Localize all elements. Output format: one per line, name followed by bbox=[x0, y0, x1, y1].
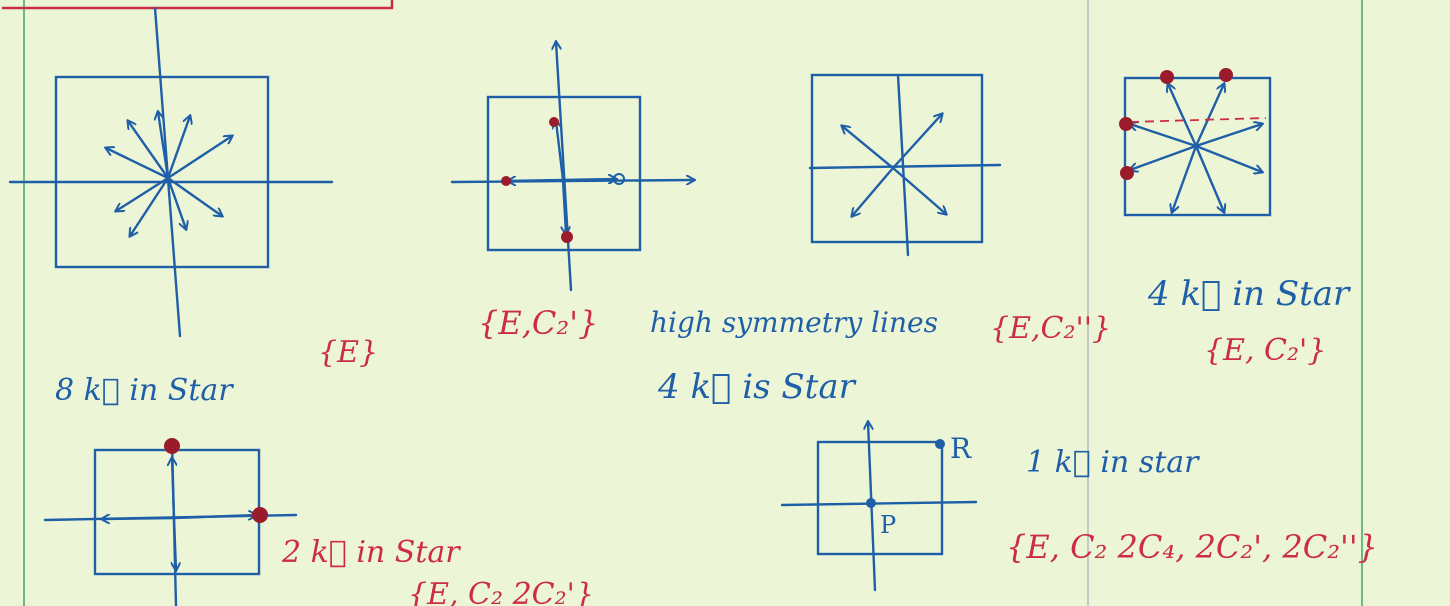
k-vector bbox=[1194, 84, 1224, 148]
k-vector bbox=[128, 121, 170, 180]
ky-axis bbox=[896, 73, 910, 257]
diagram-diagonal-lines bbox=[808, 73, 1002, 257]
group-label-e: {E} bbox=[318, 335, 378, 370]
k-vector bbox=[130, 176, 170, 236]
brillouin-zone-square bbox=[54, 75, 270, 269]
k-point-r-dot bbox=[935, 439, 945, 449]
brillouin-zone-square bbox=[486, 95, 642, 252]
k-vector bbox=[891, 166, 946, 214]
k-vector bbox=[1194, 124, 1262, 148]
k-vector bbox=[166, 136, 232, 180]
k-vector bbox=[1130, 124, 1198, 148]
k-point-dot bbox=[1120, 166, 1134, 180]
kx-axis bbox=[808, 163, 1002, 170]
k-vector bbox=[1130, 144, 1198, 170]
brillouin-zone-square bbox=[816, 440, 944, 556]
k-vector bbox=[563, 178, 566, 234]
k-point-dot bbox=[1160, 70, 1174, 84]
group-label-e-c2-double-prime: {E,C₂''} bbox=[990, 311, 1111, 346]
group-label-full-d4: {E, C₂ 2C₄, 2C₂', 2C₂''} bbox=[1006, 528, 1378, 566]
diagram-edge-midpoints bbox=[43, 438, 298, 606]
k-point-dot bbox=[164, 438, 180, 454]
k-vector bbox=[172, 515, 256, 518]
star-count-label: 4 k⃗ is Star bbox=[657, 367, 857, 407]
k-vector bbox=[1168, 84, 1198, 148]
group-label-e-c2-prime: {E, C₂'} bbox=[1204, 333, 1326, 368]
k-vector bbox=[561, 179, 616, 180]
k-vector bbox=[166, 116, 190, 180]
ky-axis bbox=[556, 42, 573, 292]
k-point-dot bbox=[501, 176, 511, 186]
kx-axis bbox=[780, 500, 978, 507]
k-vector bbox=[1194, 144, 1224, 212]
k-point-ring bbox=[613, 173, 625, 185]
k-point-dot bbox=[549, 117, 559, 127]
k-vector bbox=[556, 121, 565, 182]
k-vector bbox=[172, 458, 174, 520]
star-count-label: 8 k⃗ in Star bbox=[55, 373, 234, 408]
star-count-label: 2 k⃗ in Star bbox=[281, 535, 461, 570]
brillouin-zone-square bbox=[93, 448, 261, 576]
k-vector bbox=[174, 516, 176, 570]
k-vector bbox=[1172, 144, 1198, 212]
high-symmetry-caption: high symmetry lines bbox=[650, 306, 938, 339]
star-count-label: 1 k⃗ in star bbox=[1026, 445, 1200, 480]
k-vector bbox=[852, 166, 895, 216]
brillouin-zone-square bbox=[1123, 76, 1272, 217]
k-point-dot bbox=[1219, 68, 1233, 82]
k-vector bbox=[106, 148, 170, 180]
point-label-p: P bbox=[880, 511, 896, 539]
diagram-single-k bbox=[780, 422, 978, 592]
k-point-p-dot bbox=[866, 498, 876, 508]
k-vector bbox=[166, 176, 222, 216]
dashed-line bbox=[1129, 117, 1267, 123]
k-point-dot bbox=[1119, 117, 1133, 131]
k-vector bbox=[116, 176, 170, 211]
brillouin-zone-square bbox=[810, 73, 984, 244]
k-vector bbox=[1194, 144, 1262, 172]
top-red-frame bbox=[2, 0, 394, 10]
diagram-general-point bbox=[8, 6, 334, 338]
diagram-axis-points bbox=[450, 42, 694, 292]
diagram-boundary-points bbox=[1123, 76, 1272, 217]
k-point-dot bbox=[561, 231, 573, 243]
k-vector bbox=[102, 518, 176, 519]
group-label-e-c2-prime: {E,C₂'} bbox=[478, 304, 598, 342]
star-count-label: 4 k⃗ in Star bbox=[1147, 274, 1351, 314]
k-vector bbox=[891, 114, 942, 170]
k-vector bbox=[158, 112, 170, 180]
k-vector bbox=[508, 180, 565, 181]
k-point-dot bbox=[252, 507, 268, 523]
group-label-e-c2-2c2-prime: {E, C₂ 2C₂'} bbox=[408, 577, 594, 606]
point-label-r: R bbox=[950, 432, 972, 465]
k-vector bbox=[842, 126, 895, 170]
k-vector bbox=[166, 176, 186, 229]
